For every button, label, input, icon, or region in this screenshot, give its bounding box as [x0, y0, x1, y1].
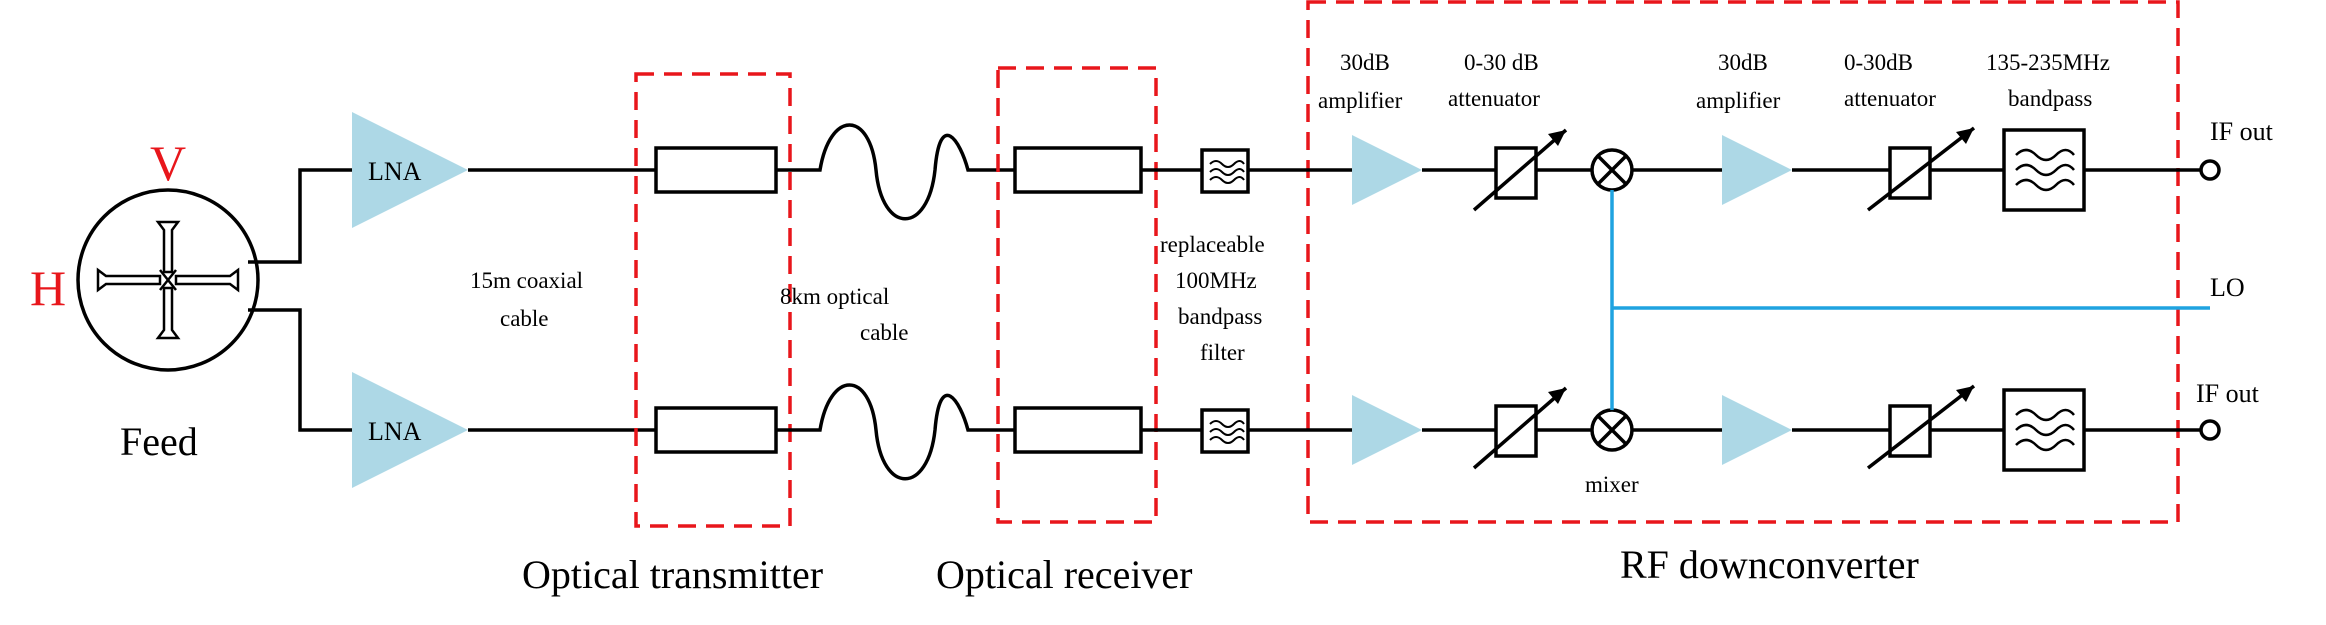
filter-wave-icon — [2015, 148, 2075, 192]
cross-dipole-feed-icon — [96, 220, 240, 340]
coax-label-line2: cable — [500, 306, 549, 331]
attenuator-arrow-icon — [1472, 386, 1568, 470]
filter-label-line1: replaceable — [1160, 232, 1265, 257]
polarization-h-label: H — [30, 260, 66, 316]
attenuator-arrow-icon — [1472, 128, 1568, 212]
filter-label-line3: bandpass — [1178, 304, 1262, 329]
feed-wire-bottom — [248, 308, 352, 432]
optical-fiber-top — [776, 123, 1015, 221]
bandpass-filter-small-bottom — [1200, 408, 1250, 454]
amplifier-2-bottom — [1722, 395, 1792, 465]
attenuator-arrow-icon — [1866, 384, 1976, 470]
output-terminal-bottom — [2199, 419, 2221, 441]
optical-cable-label-line1: 8km optical — [780, 284, 889, 309]
filter-label-line2: 100MHz — [1175, 268, 1257, 293]
if-out-top-label: IF out — [2210, 117, 2274, 146]
feed: Feed V H — [30, 135, 260, 464]
if-out-bottom-label: IF out — [2196, 379, 2260, 408]
optical-transmitter-caption: Optical transmitter — [522, 552, 823, 597]
feed-wire-top — [248, 168, 352, 264]
amp1-label-line2: amplifier — [1318, 88, 1403, 113]
att2-label-line2: attenuator — [1844, 86, 1936, 111]
mixer-top — [1590, 148, 1634, 192]
optical-cable-label-line2: cable — [860, 320, 909, 345]
amp1-label-line1: 30dB — [1340, 50, 1390, 75]
feed-label: Feed — [120, 419, 198, 464]
optical-transmitter-boundary — [634, 72, 792, 528]
amplifier-2-top — [1722, 135, 1792, 205]
optical-receiver-caption: Optical receiver — [936, 552, 1193, 597]
lna-top: LNA — [352, 112, 468, 228]
transmitter-bottom — [654, 406, 778, 454]
polarization-v-label: V — [150, 135, 186, 191]
attenuator-2-top — [1866, 126, 1976, 212]
receiver-bottom — [1013, 406, 1143, 454]
attenuator-2-bottom — [1866, 384, 1976, 470]
rf-downconverter-boundary — [1306, 0, 2180, 524]
optical-receiver-boundary — [996, 66, 1158, 524]
att1-label-line2: attenuator — [1448, 86, 1540, 111]
lna-bottom-label: LNA — [368, 417, 422, 446]
amplifier-1-top — [1352, 135, 1422, 205]
lo-label: LO — [2210, 273, 2245, 302]
lna-top-triangle — [352, 112, 468, 228]
att2-label-line1: 0-30dB — [1844, 50, 1913, 75]
filter-wave-icon — [1209, 160, 1245, 184]
receiver-top — [1013, 146, 1143, 194]
coax-label-line1: 15m coaxial — [470, 268, 583, 293]
amplifier-1-bottom — [1352, 395, 1422, 465]
bpf-label-line1: 135-235MHz — [1986, 50, 2110, 75]
filter-label-line4: filter — [1200, 340, 1245, 365]
attenuator-1-bottom — [1472, 386, 1568, 470]
output-terminal-top — [2199, 159, 2221, 181]
bandpass-filter-large-top — [2002, 128, 2086, 212]
attenuator-1-top — [1472, 128, 1568, 212]
rf-downconverter-caption: RF downconverter — [1620, 542, 1919, 587]
mixer-bottom — [1590, 408, 1634, 452]
attenuator-arrow-icon — [1866, 126, 1976, 212]
amp2-label-line1: 30dB — [1718, 50, 1768, 75]
lna-top-label: LNA — [368, 157, 422, 186]
lo-lines — [1610, 190, 2210, 410]
bpf-label-line2: bandpass — [2008, 86, 2092, 111]
lna-bottom: LNA — [352, 372, 468, 488]
mixer-label: mixer — [1585, 472, 1639, 497]
optical-fiber-bottom — [776, 383, 1015, 481]
att1-label-line1: 0-30 dB — [1464, 50, 1539, 75]
amp2-label-line2: amplifier — [1696, 88, 1781, 113]
bandpass-filter-large-bottom — [2002, 388, 2086, 472]
bandpass-filter-small-top — [1200, 148, 1250, 194]
filter-wave-icon — [1209, 420, 1245, 444]
filter-wave-icon — [2015, 408, 2075, 452]
transmitter-top — [654, 146, 778, 194]
lna-bottom-triangle — [352, 372, 468, 488]
